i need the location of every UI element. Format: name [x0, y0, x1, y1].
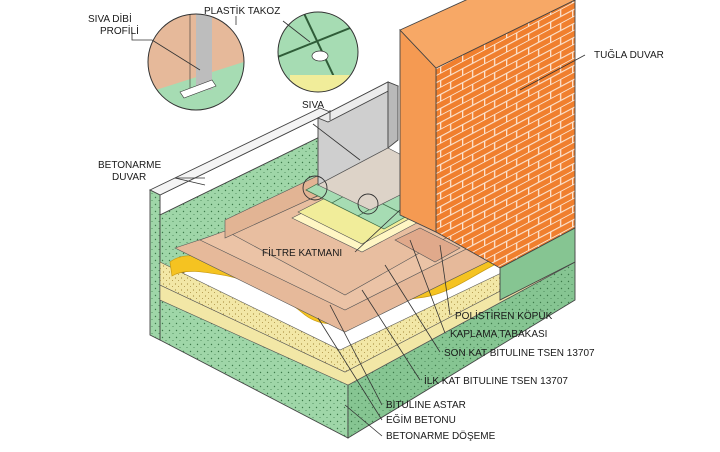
tugla-duvar — [399, 0, 577, 301]
label-betonarme-duvar-2: DUVAR — [112, 172, 146, 183]
detail-marker-circle-2 — [357, 193, 379, 215]
label-siva: SIVA — [302, 100, 324, 111]
detail-marker-circle — [302, 175, 328, 201]
label-bituline-astar: BITULINE ASTAR — [386, 400, 466, 411]
label-tugla-duvar: TUĞLA DUVAR — [594, 48, 664, 61]
detail-circle-plastik-takoz — [277, 11, 359, 93]
label-betonarme-doseme: BETONARME DÖŞEME — [386, 430, 496, 442]
label-son-kat-bituline: SON KAT BITULINE TSEN 13707 — [444, 348, 595, 359]
labels: SIVA DİBİ PROFİLİ PLASTİK TAKOZ TUĞLA DU… — [88, 4, 664, 442]
betonarme-doseme-slab — [159, 261, 576, 439]
leader-lines — [131, 16, 586, 437]
label-filtre-katmani: FİLTRE KATMANI — [262, 246, 342, 259]
label-polistiren-kopuk: POLİSTİREN KÖPÜK — [455, 309, 553, 322]
label-kaplama-tabakasi: KAPLAMA TABAKASI — [450, 329, 547, 340]
detail-circle-siva-dibi — [147, 13, 245, 111]
label-plastik-takoz: PLASTİK TAKOZ — [204, 4, 280, 17]
label-siva-dibi-profili: PROFİLİ — [100, 24, 139, 37]
label-ilk-kat-bituline: İLK KAT BITULINE TSEN 13707 — [424, 374, 568, 387]
betonarme-duvar — [148, 107, 332, 341]
label-egim-betonu: EĞİM BETONU — [386, 413, 456, 426]
label-betonarme-duvar: BETONARME — [98, 160, 161, 171]
label-siva-dibi: SIVA DİBİ — [88, 12, 132, 25]
